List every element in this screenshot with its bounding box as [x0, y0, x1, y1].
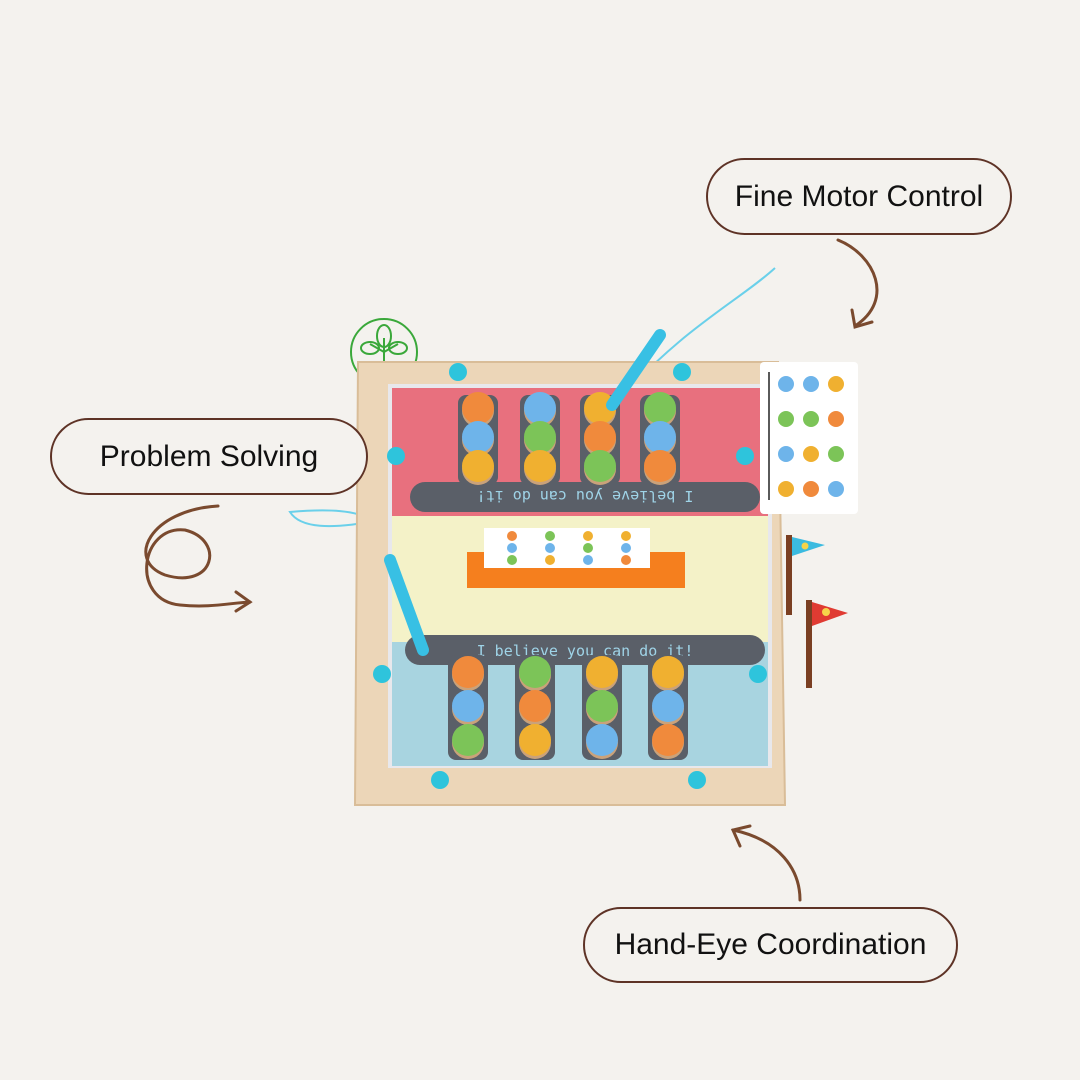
- magnetic-token[interactable]: [524, 392, 556, 424]
- flag-blue: [786, 535, 825, 615]
- center-card-token: [545, 531, 555, 541]
- center-card-token: [621, 555, 631, 565]
- pattern-card-right: [760, 362, 858, 514]
- magnetic-token[interactable]: [584, 392, 616, 424]
- flag-red: [806, 600, 848, 688]
- label-problem-solving: Problem Solving: [50, 418, 368, 495]
- magnetic-token[interactable]: [644, 392, 676, 424]
- card-token: [803, 411, 819, 427]
- arrow-hand-eye-head: [730, 824, 752, 848]
- magnetic-token[interactable]: [584, 421, 616, 453]
- card-token: [828, 446, 844, 462]
- magnetic-pen-left: [384, 554, 429, 656]
- slogan-bar-top: [410, 482, 760, 512]
- magnetic-pen-top: [606, 329, 666, 411]
- center-card-token: [583, 531, 593, 541]
- magnetic-token[interactable]: [586, 690, 618, 722]
- magnetic-token[interactable]: [452, 724, 484, 756]
- magnetic-token[interactable]: [586, 724, 618, 756]
- label-hand-eye-coordination: Hand-Eye Coordination: [583, 907, 958, 983]
- label-fine-motor-control: Fine Motor Control: [706, 158, 1012, 235]
- card-token: [828, 481, 844, 497]
- magnetic-token[interactable]: [584, 450, 616, 482]
- magnetic-token[interactable]: [462, 421, 494, 453]
- center-card-token: [507, 543, 517, 553]
- card-token: [803, 481, 819, 497]
- magnetic-token[interactable]: [524, 450, 556, 482]
- magnetic-token[interactable]: [519, 724, 551, 756]
- center-card-token: [583, 555, 593, 565]
- card-token: [803, 446, 819, 462]
- center-card-token: [507, 531, 517, 541]
- card-token: [778, 481, 794, 497]
- card-token: [828, 376, 844, 392]
- magnetic-token[interactable]: [644, 421, 676, 453]
- magnetic-token[interactable]: [462, 392, 494, 424]
- magnetic-token[interactable]: [652, 656, 684, 688]
- center-card-token: [507, 555, 517, 565]
- magnetic-token[interactable]: [519, 690, 551, 722]
- center-card-token: [545, 555, 555, 565]
- center-card-token: [583, 543, 593, 553]
- magnetic-token[interactable]: [652, 724, 684, 756]
- slogan-top: I believe you can do it!: [477, 487, 694, 505]
- magnetic-token[interactable]: [462, 450, 494, 482]
- center-card-token: [621, 531, 631, 541]
- magnetic-token[interactable]: [644, 450, 676, 482]
- magnetic-token[interactable]: [652, 690, 684, 722]
- magnetic-token[interactable]: [519, 656, 551, 688]
- card-token: [778, 376, 794, 392]
- arrow-hand-eye: [731, 828, 802, 902]
- card-token: [803, 376, 819, 392]
- arrow-problem-solving-head: [234, 590, 253, 613]
- magnet-dots: [373, 363, 767, 789]
- arrow-fine-motor: [836, 238, 879, 328]
- arrow-fine-motor-head: [850, 308, 874, 329]
- card-token: [778, 446, 794, 462]
- magnetic-token[interactable]: [524, 421, 556, 453]
- eco-leaf-icon: [350, 318, 418, 386]
- magnetic-token[interactable]: [452, 690, 484, 722]
- arrow-problem-solving: [144, 504, 252, 608]
- center-card-token: [545, 543, 555, 553]
- center-card-token: [621, 543, 631, 553]
- card-token: [828, 411, 844, 427]
- magnetic-token[interactable]: [586, 656, 618, 688]
- magnetic-token[interactable]: [452, 656, 484, 688]
- card-token: [778, 411, 794, 427]
